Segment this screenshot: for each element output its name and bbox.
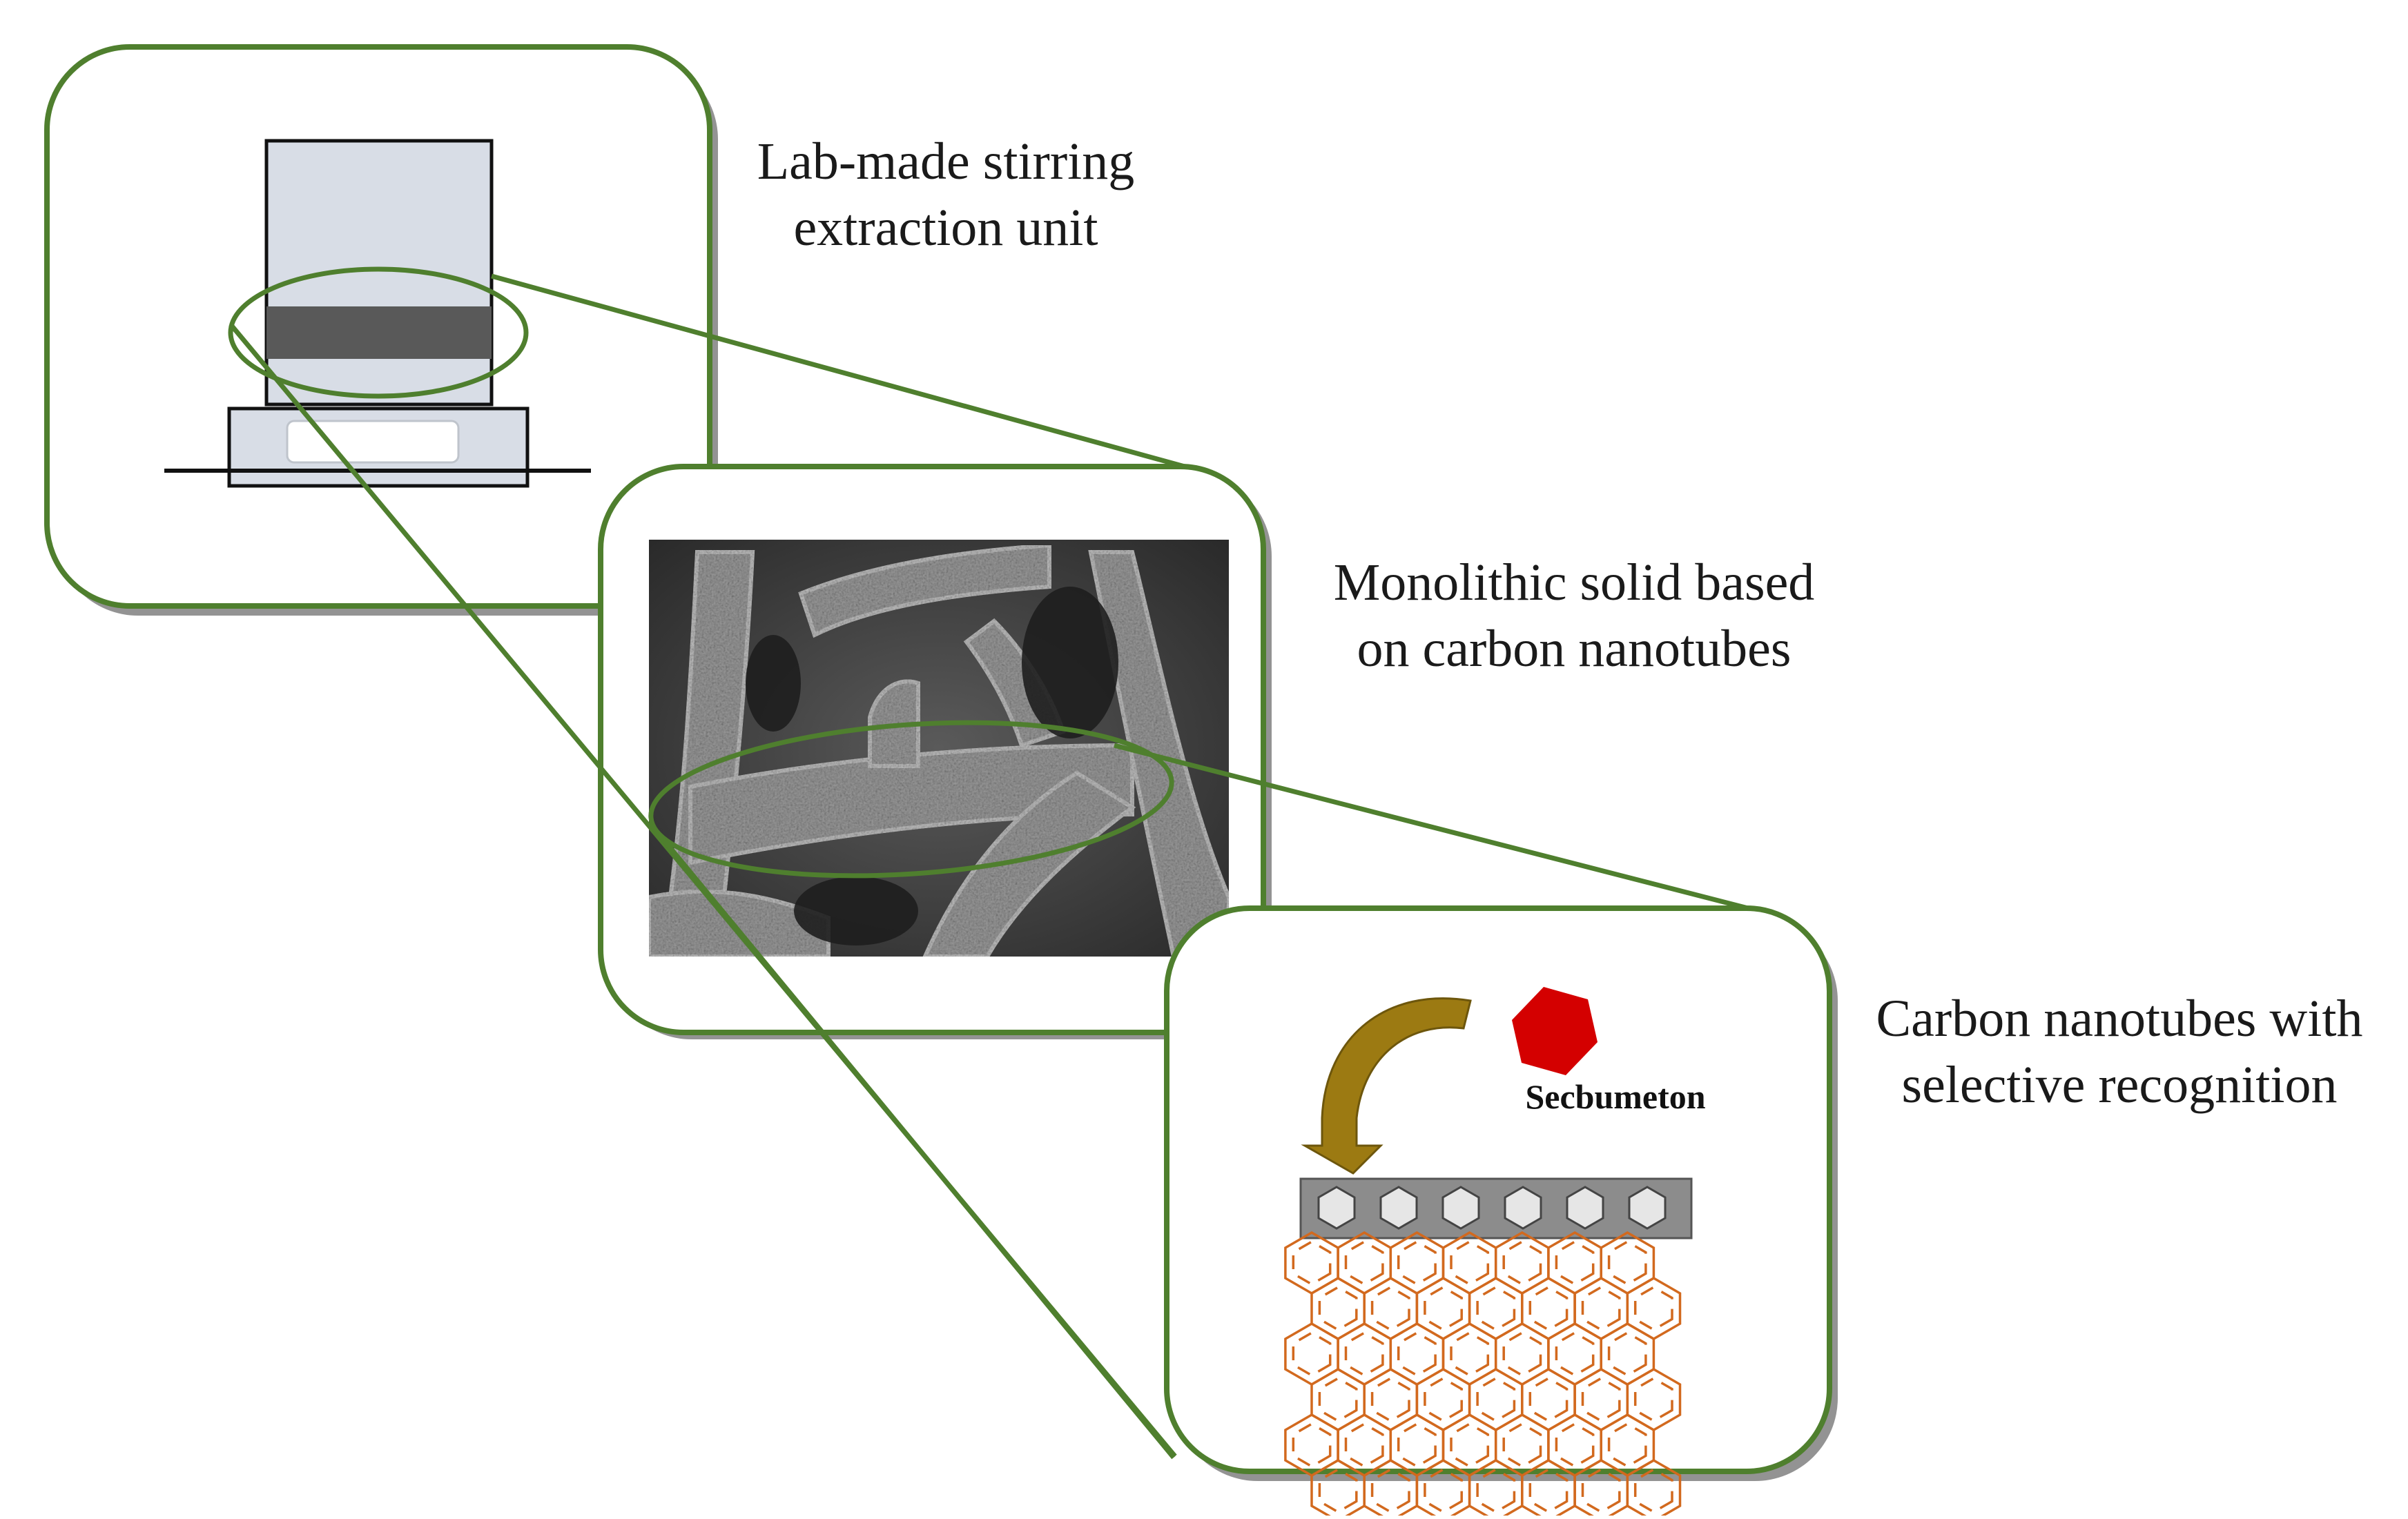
panel-monolith-sem [598, 464, 1272, 1039]
lattice-inner-bond [1502, 1422, 1542, 1468]
lattice-inner-bond [1476, 1468, 1516, 1513]
hexagon-molecule-icon [1512, 987, 1598, 1075]
lattice-inner-bond [1370, 1377, 1410, 1422]
caption-line: Lab-made stirring [757, 133, 1135, 190]
lattice-inner-bond [1344, 1331, 1384, 1377]
lattice-inner-bond [1318, 1286, 1358, 1331]
lattice-inner-bond [1502, 1331, 1542, 1377]
imprint-cavity [1441, 1186, 1480, 1230]
lattice-inner-bond [1528, 1377, 1569, 1422]
lattice-inner-bond [1607, 1240, 1647, 1286]
panel-stirring-unit [44, 44, 718, 616]
curved-arrow-icon [1301, 997, 1472, 1175]
sorbent-band [266, 306, 492, 359]
lattice-inner-bond [1607, 1422, 1647, 1468]
lattice-inner-bond [1476, 1286, 1516, 1331]
lattice-inner-bond [1397, 1422, 1437, 1468]
vial-body [264, 139, 494, 406]
lattice-inner-bond [1424, 1468, 1463, 1513]
caption-line: selective recognition [1901, 1056, 2338, 1114]
lattice-inner-bond [1292, 1240, 1332, 1286]
imprint-cavities [1317, 1186, 1667, 1230]
lattice-inner-bond [1581, 1377, 1621, 1422]
caption-line: extraction unit [793, 199, 1098, 257]
caption-monolith: Monolithic solid based on carbon nanotub… [1298, 549, 1850, 682]
imprinted-layer [1299, 1177, 1693, 1239]
lattice-inner-bond [1424, 1286, 1463, 1331]
stir-bar [286, 420, 460, 464]
lattice-inner-bond [1397, 1240, 1437, 1286]
lattice-inner-bond [1450, 1422, 1490, 1468]
imprint-cavity [1628, 1186, 1667, 1230]
lattice-inner-bond [1502, 1240, 1542, 1286]
imprint-cavity [1317, 1186, 1356, 1230]
lattice-inner-bond [1318, 1377, 1358, 1422]
lattice-inner-bond [1555, 1422, 1595, 1468]
lattice-inner-bond [1633, 1377, 1673, 1422]
lattice-inner-bond [1555, 1331, 1595, 1377]
lattice-inner-bond [1528, 1286, 1569, 1331]
zoom-ellipse-2 [648, 720, 1174, 879]
lattice-inner-bond [1344, 1422, 1384, 1468]
lattice-inner-bond [1292, 1422, 1332, 1468]
lattice-inner-bond [1344, 1240, 1384, 1286]
molecule-label: Secbumeton [1525, 1077, 1706, 1116]
lattice-inner-bond [1450, 1331, 1490, 1377]
lattice-inner-bond [1370, 1286, 1410, 1331]
caption-line: Monolithic solid based [1333, 553, 1815, 611]
lattice-inner-bond [1555, 1240, 1595, 1286]
lattice-inner-bond [1633, 1286, 1673, 1331]
imprint-cavity [1566, 1186, 1604, 1230]
caption-line: on carbon nanotubes [1357, 620, 1792, 678]
lattice-inner-bond [1292, 1331, 1332, 1377]
lattice-inner-bond [1318, 1468, 1358, 1513]
lattice-inner-bond [1450, 1240, 1490, 1286]
lattice-inner-bond [1424, 1377, 1463, 1422]
lattice-inner-bond [1370, 1468, 1410, 1513]
zoom-ellipse-1 [228, 266, 529, 399]
lattice-inner-bond [1476, 1377, 1516, 1422]
caption-selective-cnt: Carbon nanotubes with selective recognit… [1836, 986, 2402, 1118]
lattice-inner-bond [1528, 1468, 1569, 1513]
caption-stirring-unit: Lab-made stirring extraction unit [711, 128, 1181, 261]
lattice-hexagon [1626, 1458, 1682, 1519]
lattice-inner-bond [1581, 1286, 1621, 1331]
imprint-cavity [1504, 1186, 1542, 1230]
imprint-cavity [1379, 1186, 1418, 1230]
lattice-inner-bond [1581, 1468, 1621, 1513]
panel-selective-cnt [1164, 905, 1838, 1519]
lattice-inner-bond [1633, 1468, 1673, 1513]
lattice-inner-bond [1607, 1331, 1647, 1377]
caption-line: Carbon nanotubes with [1876, 990, 2363, 1048]
lattice-inner-bond [1397, 1331, 1437, 1377]
carbon-nanotube-lattice [1284, 1231, 1682, 1519]
zoom-connectors [229, 273, 1749, 1460]
